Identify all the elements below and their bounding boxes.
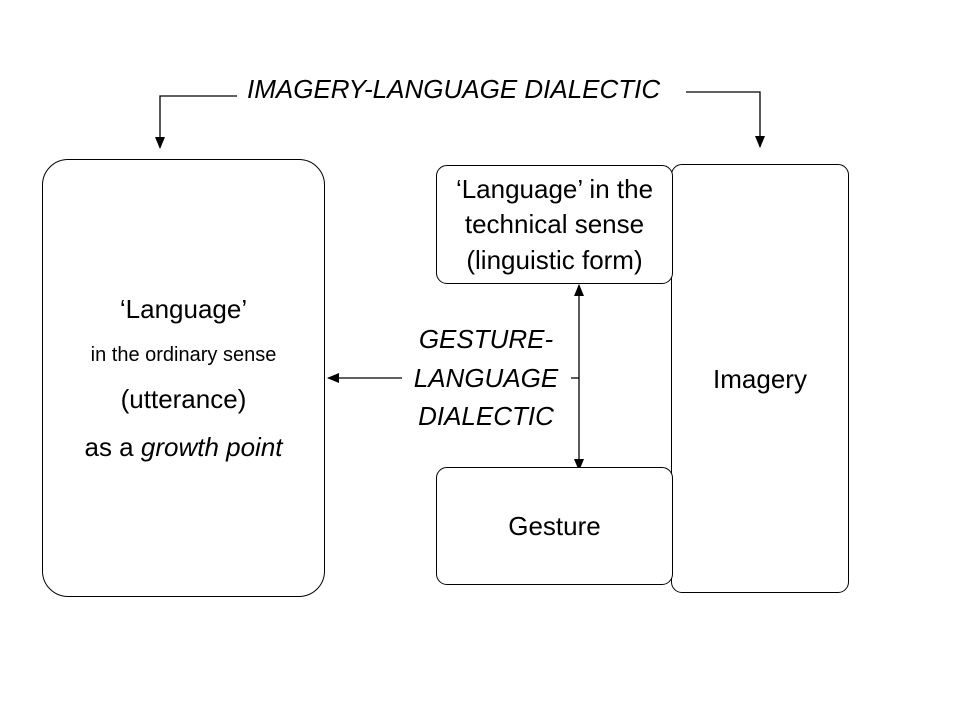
imagery-label: Imagery (713, 364, 807, 394)
growth-point-prefix: as a (84, 432, 141, 462)
ordinary-language-utterance: (utterance) (120, 384, 247, 414)
gesture-label: Gesture (508, 511, 601, 541)
imagery-language-left-arrow (155, 95, 237, 149)
technical-language-line1: ‘Language’ in the (455, 174, 654, 204)
gesture-language-dialectic-line1: GESTURE- (418, 324, 554, 354)
technical-language-line3: (linguistic form) (466, 245, 643, 275)
gesture-box (436, 467, 673, 585)
gesture-language-dialectic-line3: DIALECTIC (418, 401, 554, 431)
ordinary-language-title: ‘Language’ (119, 294, 248, 324)
gesture-language-dialectic-line2: LANGUAGE (413, 363, 559, 393)
imagery-box (671, 164, 849, 593)
growth-point-emphasis: growth point (140, 432, 283, 462)
ordinary-language-box (42, 159, 325, 597)
technical-language-line2: technical sense (464, 209, 645, 239)
technical-language-box (436, 165, 673, 284)
ordinary-language-growth-point: as a growth point (42, 434, 325, 460)
imagery-language-dialectic-label: IMAGERY-LANGUAGE DIALECTIC (247, 74, 661, 104)
ordinary-language-sense: in the ordinary sense (90, 344, 277, 366)
imagery-language-right-arrow (686, 91, 765, 148)
